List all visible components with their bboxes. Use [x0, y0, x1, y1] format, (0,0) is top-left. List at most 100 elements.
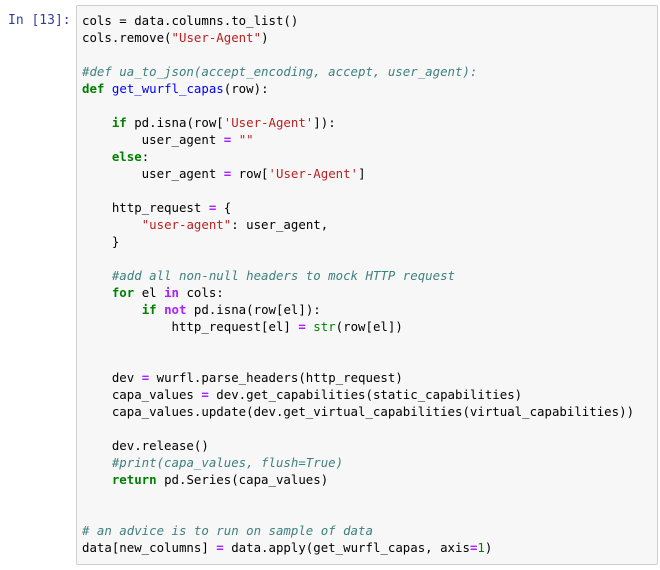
code-line: capa_values.update(dev.get_virtual_capab…: [82, 403, 634, 420]
code-token: [82, 472, 112, 487]
code-line: http_request[el] = str(row[el]): [82, 318, 634, 335]
code-token: if: [111, 115, 127, 130]
code-token: http_request: [82, 200, 209, 215]
code-token: for: [111, 285, 135, 300]
code-line: for el in cols:: [82, 284, 634, 301]
code-token: "user-agent": [141, 217, 232, 232]
code-token: user_agent: [82, 132, 224, 147]
code-token: =: [298, 319, 306, 334]
code-line: dev = wurfl.parse_headers(http_request): [82, 369, 634, 386]
code-token: {: [216, 200, 232, 215]
code-line: "user-agent": user_agent,: [82, 216, 634, 233]
code-token: (row):: [223, 81, 269, 96]
code-token: http_request[el]: [82, 319, 299, 334]
code-token: =: [208, 200, 217, 215]
code-token: =: [223, 132, 232, 147]
code-token: :: [141, 149, 150, 164]
code-token: #add all non-null headers to mock HTTP r…: [111, 268, 455, 283]
code-token: [104, 81, 111, 96]
code-input-area[interactable]: cols = data.columns.to_list()cols.remove…: [76, 5, 658, 565]
code-token: #def ua_to_json(accept_encoding, accept,…: [82, 64, 478, 79]
code-token: ): [261, 30, 269, 45]
code-token: [82, 302, 142, 317]
code-token: 'User-Agent': [223, 115, 314, 130]
code-token: =: [223, 166, 232, 181]
code-token: # an advice is to run on sample of data: [82, 523, 373, 538]
code-line: user_agent = row['User-Agent']: [82, 165, 634, 182]
code-line: #def ua_to_json(accept_encoding, accept,…: [82, 63, 634, 80]
code-token: =: [469, 540, 478, 555]
code-token: str: [313, 319, 336, 334]
code-line: if not pd.isna(row[el]):: [82, 301, 634, 318]
code-token: dev: [82, 370, 142, 385]
code-token: cols.remove(: [82, 30, 172, 45]
code-editor[interactable]: cols = data.columns.to_list()cols.remove…: [82, 12, 634, 556]
code-line: [82, 488, 634, 505]
code-token: "User-Agent": [171, 30, 262, 45]
code-line: else:: [82, 148, 634, 165]
code-line: [82, 97, 634, 114]
code-token: }: [82, 234, 120, 249]
code-token: row[: [231, 166, 269, 181]
code-line: def get_wurfl_capas(row):: [82, 80, 634, 97]
code-line: #add all non-null headers to mock HTTP r…: [82, 267, 634, 284]
code-token: 'User-Agent': [268, 166, 359, 181]
code-token: =: [141, 370, 150, 385]
code-line: # an advice is to run on sample of data: [82, 522, 634, 539]
code-token: [82, 455, 112, 470]
code-line: user_agent = "": [82, 131, 634, 148]
code-token: else: [111, 149, 142, 164]
code-token: [82, 268, 112, 283]
code-token: in: [164, 285, 179, 300]
code-token: get_wurfl_capas: [111, 81, 224, 96]
code-line: return pd.Series(capa_values): [82, 471, 634, 488]
code-line: }: [82, 233, 634, 250]
code-token: return: [111, 472, 157, 487]
code-token: data.apply(get_wurfl_capas, axis: [223, 540, 470, 555]
code-token: "": [238, 132, 254, 147]
code-token: pd.isna(row[: [126, 115, 224, 130]
input-prompt: In [13]:: [8, 13, 71, 28]
code-line: [82, 46, 634, 63]
code-token: if: [141, 302, 157, 317]
code-line: #print(capa_values, flush=True): [82, 454, 634, 471]
code-line: cols = data.columns.to_list(): [82, 12, 634, 29]
code-token: not: [164, 302, 187, 317]
code-line: [82, 250, 634, 267]
code-line: [82, 505, 634, 522]
code-token: [82, 285, 112, 300]
code-line: [82, 182, 634, 199]
code-token: cols = data.columns.to_list(): [82, 13, 299, 28]
code-token: cols:: [179, 285, 224, 300]
code-token: [231, 132, 238, 147]
code-token: 1: [477, 540, 485, 555]
code-token: ): [484, 540, 493, 555]
code-token: [82, 149, 112, 164]
code-line: [82, 352, 634, 369]
code-line: if pd.isna(row['User-Agent']):: [82, 114, 634, 131]
code-token: def: [82, 81, 105, 96]
code-token: user_agent: [82, 166, 224, 181]
code-token: [82, 217, 142, 232]
code-token: [157, 302, 164, 317]
code-token: ]: [358, 166, 366, 181]
code-line: http_request = {: [82, 199, 634, 216]
code-token: (row[el]): [335, 319, 403, 334]
code-token: =: [201, 387, 209, 402]
code-line: data[new_columns] = data.apply(get_wurfl…: [82, 539, 634, 556]
code-token: [82, 115, 112, 130]
code-token: data[new_columns]: [82, 540, 217, 555]
code-line: cols.remove("User-Agent"): [82, 29, 634, 46]
code-token: capa_values: [82, 387, 202, 402]
code-token: el: [134, 285, 165, 300]
code-token: wurfl.parse_headers(http_request): [149, 370, 403, 385]
code-token: pd.isna(row[el]):: [186, 302, 321, 317]
code-token: dev.release(): [82, 438, 209, 453]
code-token: ]):: [313, 115, 336, 130]
code-line: [82, 420, 634, 437]
code-token: #print(capa_values, flush=True): [111, 455, 344, 470]
code-line: capa_values = dev.get_capabilities(stati…: [82, 386, 634, 403]
code-token: pd.Series(capa_values): [156, 472, 329, 487]
code-line: dev.release(): [82, 437, 634, 454]
code-line: [82, 335, 634, 352]
